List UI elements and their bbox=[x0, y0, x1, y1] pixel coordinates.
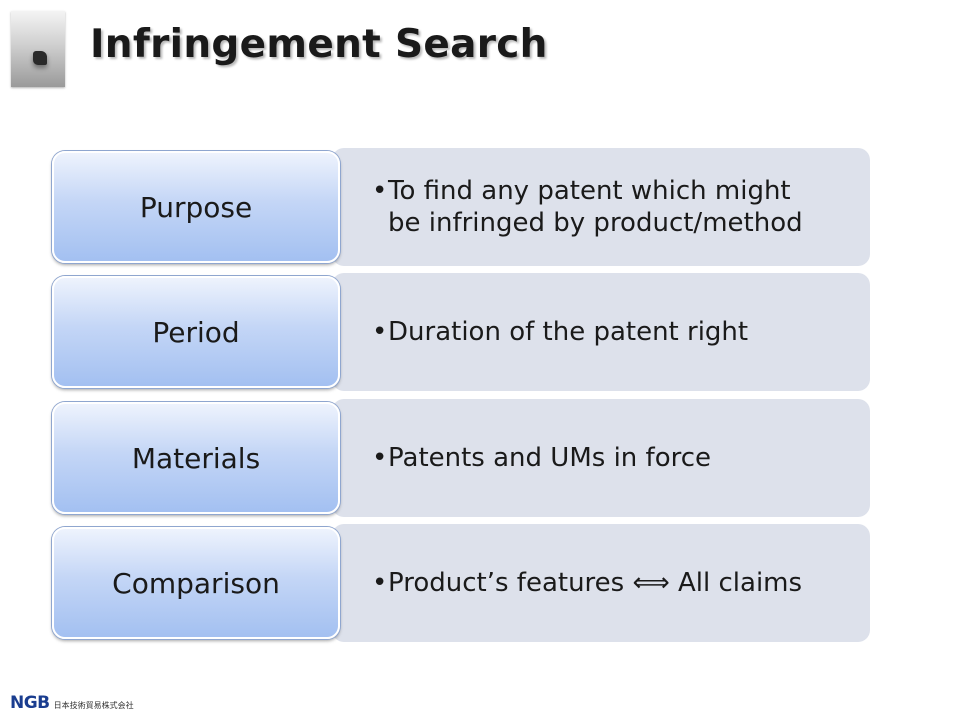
bullet-list: Patents and UMs in force bbox=[332, 442, 711, 474]
bullet-item: Product’s features ⟺ All claims bbox=[372, 567, 802, 599]
label-period: Period bbox=[52, 276, 340, 388]
row-period: Duration of the patent right Period bbox=[52, 273, 872, 393]
brand-mark: NGB bbox=[10, 693, 50, 713]
bullet-line-2: be infringed by product/method bbox=[388, 208, 803, 238]
row-comparison: Product’s features ⟺ All claims Comparis… bbox=[52, 524, 872, 644]
description-panel: Duration of the patent right bbox=[332, 273, 870, 391]
bullet-item: Patents and UMs in force bbox=[372, 442, 711, 474]
bullet-item: Duration of the patent right bbox=[372, 316, 748, 348]
label-comparison: Comparison bbox=[52, 527, 340, 639]
bullet-line-1: To find any patent which might bbox=[388, 176, 791, 206]
stone-icon bbox=[33, 51, 47, 65]
page-title: Infringement Search bbox=[90, 22, 548, 67]
description-panel: Patents and UMs in force bbox=[332, 399, 870, 517]
company-logo: NGB 日本技術貿易株式会社 bbox=[10, 694, 134, 712]
label-purpose: Purpose bbox=[52, 151, 340, 263]
label-materials: Materials bbox=[52, 402, 340, 514]
go-stone-logo-icon bbox=[11, 11, 65, 87]
bullet-list: Duration of the patent right bbox=[332, 316, 748, 348]
row-materials: Patents and UMs in force Materials bbox=[52, 399, 872, 519]
company-name: 日本技術貿易株式会社 bbox=[53, 701, 134, 710]
bullet-list: Product’s features ⟺ All claims bbox=[332, 567, 802, 599]
description-panel: Product’s features ⟺ All claims bbox=[332, 524, 870, 642]
